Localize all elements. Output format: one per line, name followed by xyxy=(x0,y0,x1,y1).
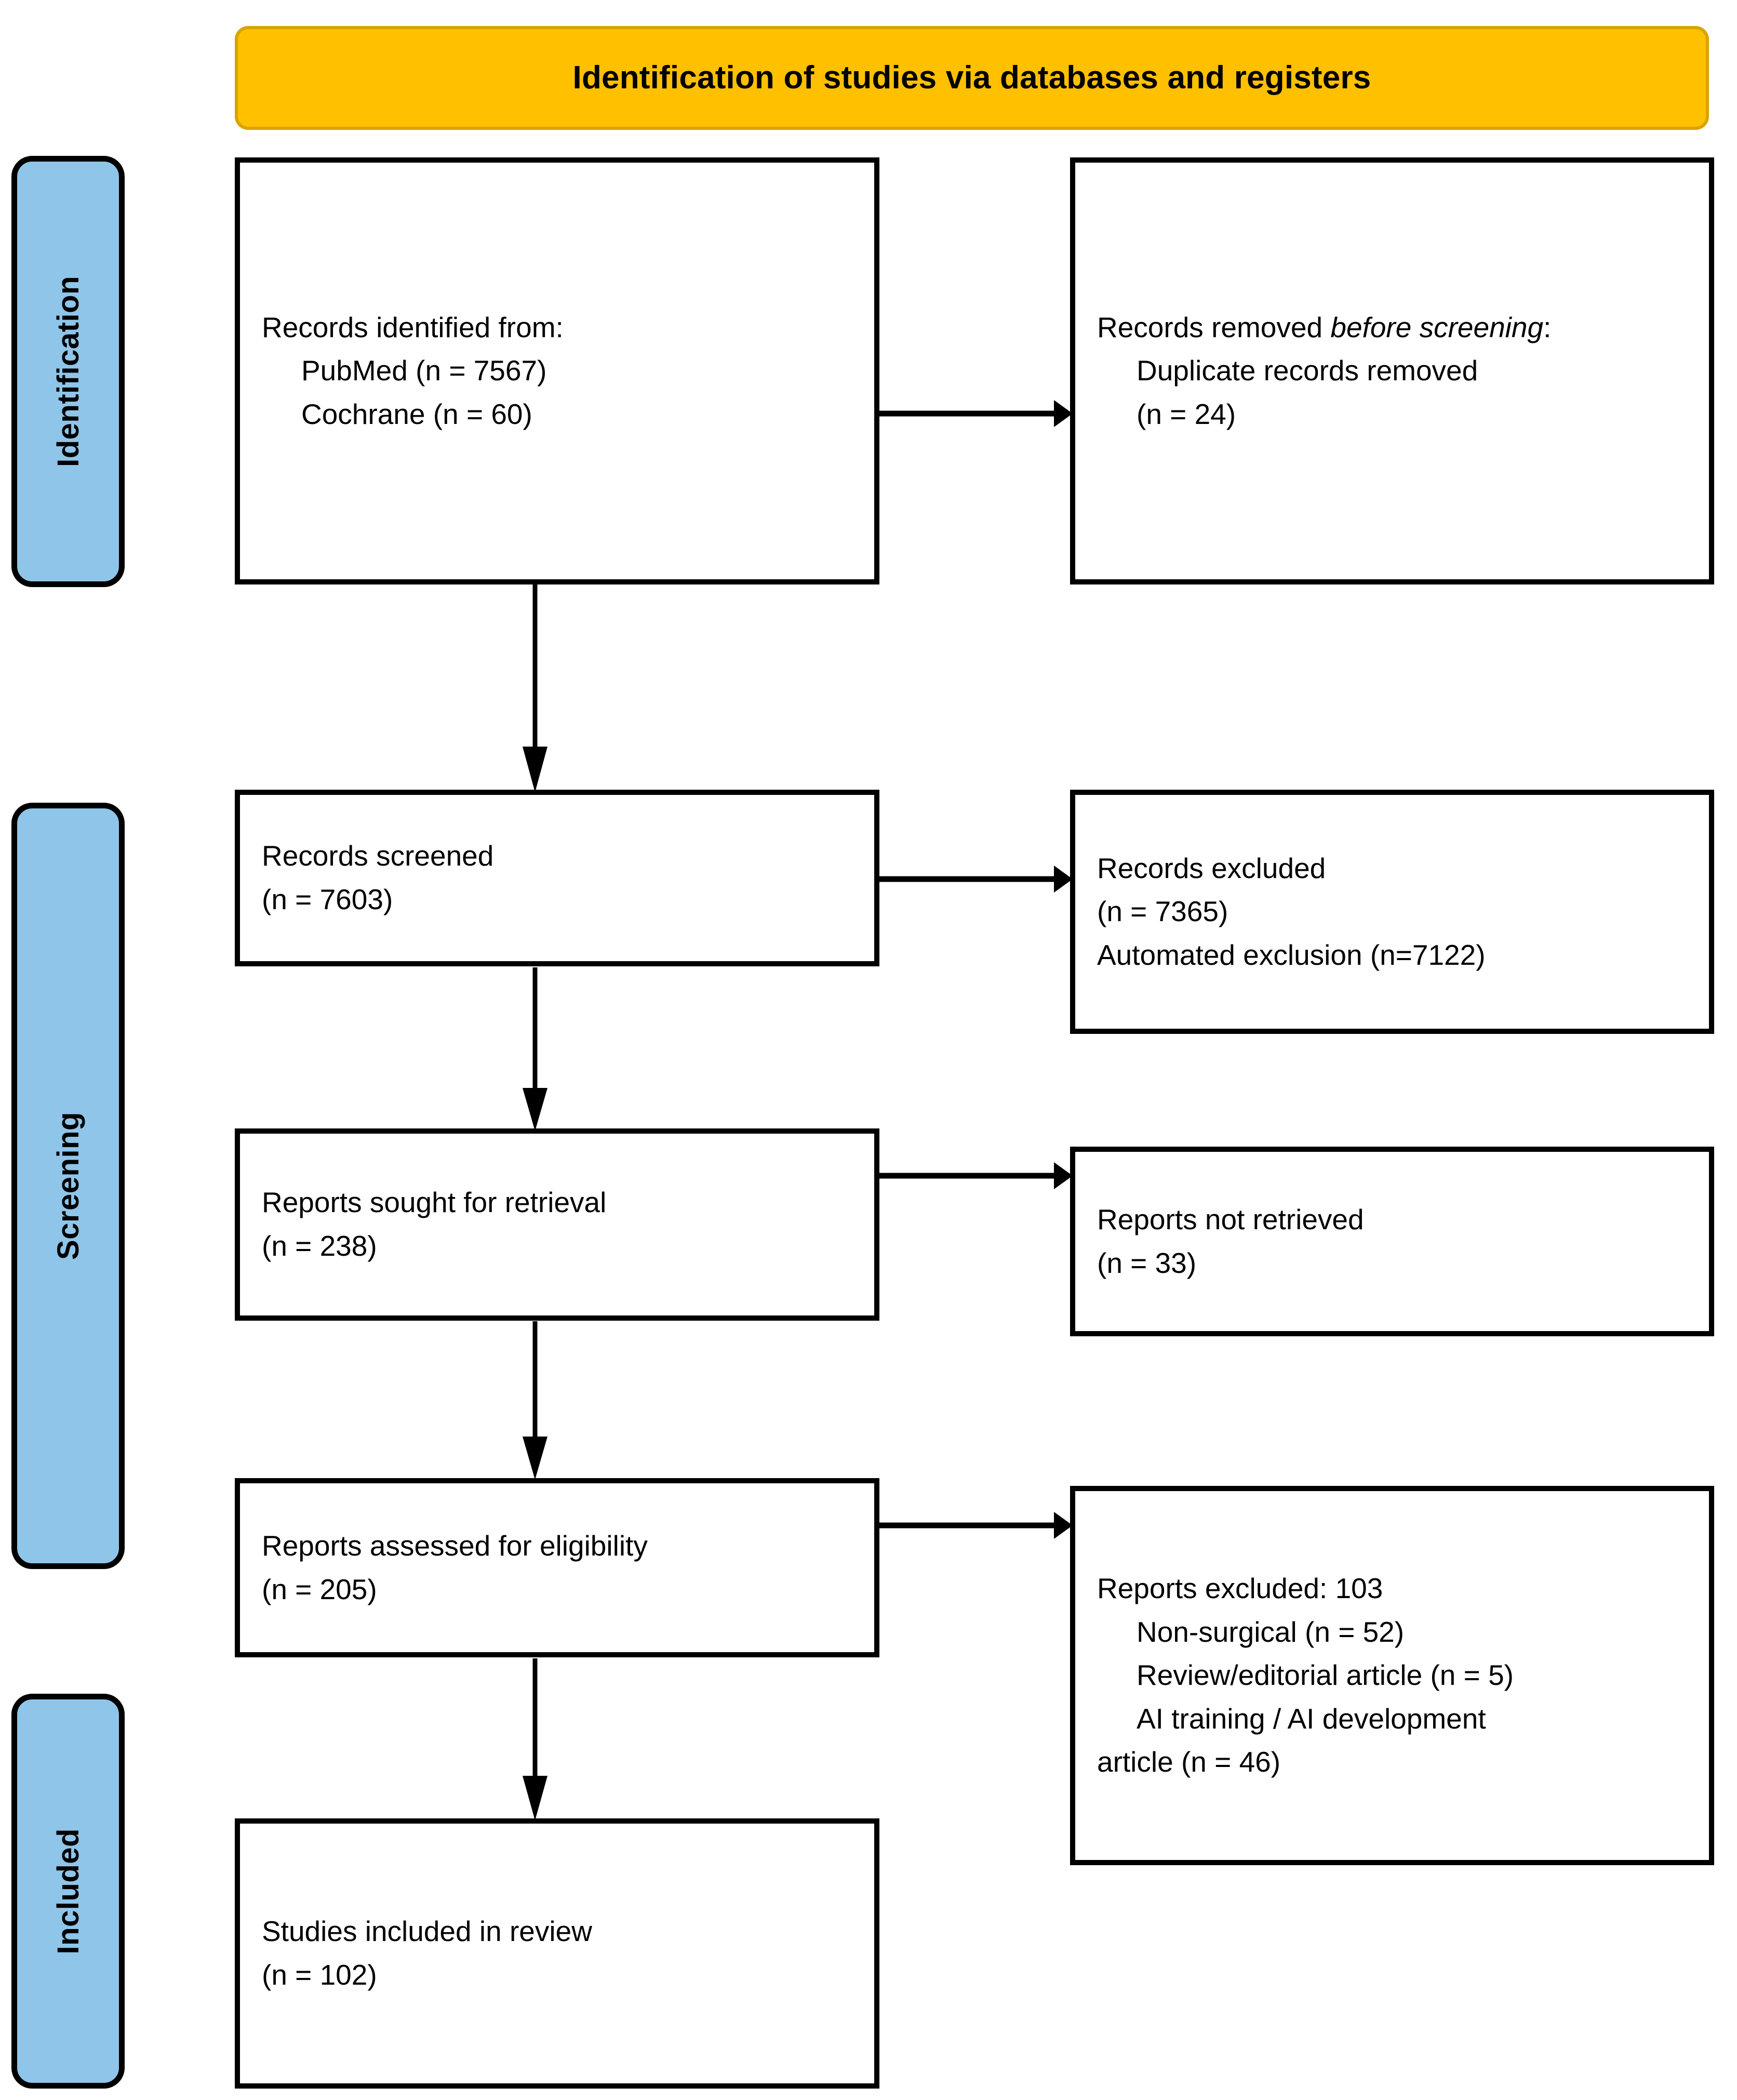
reports-assessed-count: (n = 205) xyxy=(262,1573,377,1605)
records-screened-count: (n = 7603) xyxy=(262,883,393,915)
box-records-removed-before-screening: Records removed before screening: Duplic… xyxy=(1070,157,1714,584)
reports-excluded-reason-non-surgical: Non-surgical (n = 52) xyxy=(1137,1615,1405,1648)
studies-included-count: (n = 102) xyxy=(262,1959,377,1991)
phase-bar-identification: Identification xyxy=(11,156,125,587)
box-reports-not-retrieved: Reports not retrieved (n = 33) xyxy=(1070,1147,1714,1336)
arrow-sought-to-not-retrieved xyxy=(879,1160,1073,1191)
records-removed-duplicates-label: Duplicate records removed xyxy=(1137,354,1478,387)
reports-sought-heading: Reports sought for retrieval xyxy=(262,1186,607,1219)
records-identified-heading: Records identified from: xyxy=(262,311,564,343)
phase-bar-included: Included xyxy=(11,1694,125,2089)
records-removed-duplicates-count: (n = 24) xyxy=(1137,397,1236,430)
arrow-assessed-to-excluded xyxy=(879,1510,1073,1541)
diagram-header-banner: Identification of studies via databases … xyxy=(235,26,1709,130)
arrow-sought-to-assessed xyxy=(519,1321,551,1480)
arrow-assessed-to-included xyxy=(519,1658,551,1820)
phase-label-included: Included xyxy=(51,1828,85,1955)
arrow-screened-to-excluded xyxy=(879,863,1073,895)
box-reports-excluded: Reports excluded: 103 Non-surgical (n = … xyxy=(1070,1486,1714,1865)
box-records-excluded: Records excluded (n = 7365) Automated ex… xyxy=(1070,790,1714,1034)
reports-not-retrieved-count: (n = 33) xyxy=(1097,1246,1197,1279)
arrow-screened-to-sought xyxy=(519,967,551,1131)
reports-excluded-reason-review-editorial: Review/editorial article (n = 5) xyxy=(1137,1659,1514,1692)
studies-included-heading: Studies included in review xyxy=(262,1915,592,1948)
records-removed-heading-post: : xyxy=(1543,311,1552,343)
records-removed-heading: Records removed before screening: xyxy=(1097,306,1687,350)
records-identified-source-cochrane: Cochrane (n = 60) xyxy=(301,397,532,430)
arrow-identified-to-removed xyxy=(879,398,1073,429)
reports-not-retrieved-heading: Reports not retrieved xyxy=(1097,1203,1364,1235)
reports-excluded-reason-ai-training-line2: article (n = 46) xyxy=(1097,1746,1281,1778)
phase-bar-screening: Screening xyxy=(11,803,125,1569)
records-excluded-automated: Automated exclusion (n=7122) xyxy=(1097,938,1486,971)
phase-label-identification: Identification xyxy=(51,276,85,467)
box-reports-sought-for-retrieval: Reports sought for retrieval (n = 238) xyxy=(235,1128,879,1321)
diagram-title: Identification of studies via databases … xyxy=(572,59,1371,96)
box-studies-included-in-review: Studies included in review (n = 102) xyxy=(235,1818,879,2089)
records-identified-source-pubmed: PubMed (n = 7567) xyxy=(301,354,547,387)
records-removed-heading-italic: before screening xyxy=(1330,311,1544,343)
records-excluded-count: (n = 7365) xyxy=(1097,895,1228,928)
reports-excluded-heading: Reports excluded: 103 xyxy=(1097,1572,1383,1605)
box-records-identified: Records identified from: PubMed (n = 756… xyxy=(235,157,879,584)
reports-excluded-reason-ai-training-line1: AI training / AI development xyxy=(1137,1702,1486,1735)
phase-label-screening: Screening xyxy=(51,1112,85,1260)
arrow-identification-to-screening xyxy=(519,584,551,792)
box-records-screened: Records screened (n = 7603) xyxy=(235,790,879,966)
records-excluded-heading: Records excluded xyxy=(1097,852,1326,884)
box-reports-assessed-for-eligibility: Reports assessed for eligibility (n = 20… xyxy=(235,1478,879,1657)
reports-sought-count: (n = 238) xyxy=(262,1230,377,1262)
records-removed-heading-pre: Records removed xyxy=(1097,311,1331,343)
records-screened-heading: Records screened xyxy=(262,840,494,872)
reports-assessed-heading: Reports assessed for eligibility xyxy=(262,1529,648,1562)
